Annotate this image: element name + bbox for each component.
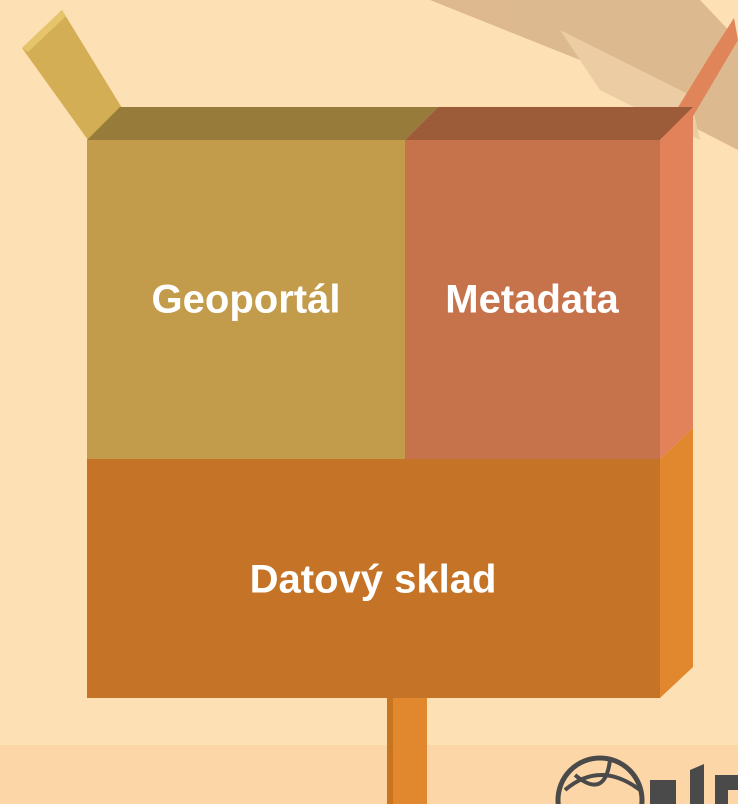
metadata-top: [405, 107, 693, 140]
datovy-sklad-side: [660, 428, 693, 698]
geoportal-top: [87, 107, 438, 140]
bottom-band: [0, 745, 738, 804]
stand-post: [387, 698, 427, 804]
left-flap: [22, 10, 122, 140]
globe-logo-icon: [555, 755, 738, 804]
metadata-side: [660, 107, 693, 459]
datovy-sklad-label: Datový sklad: [249, 557, 497, 602]
datovy-sklad-block: [87, 459, 660, 698]
metadata-block: [405, 140, 660, 459]
left-flap-edge: [22, 10, 66, 52]
geoportal-block: [87, 140, 405, 459]
stand-post-shadow: [387, 698, 393, 804]
metadata-label: Metadata: [445, 277, 619, 322]
geoportal-label: Geoportál: [151, 277, 341, 322]
